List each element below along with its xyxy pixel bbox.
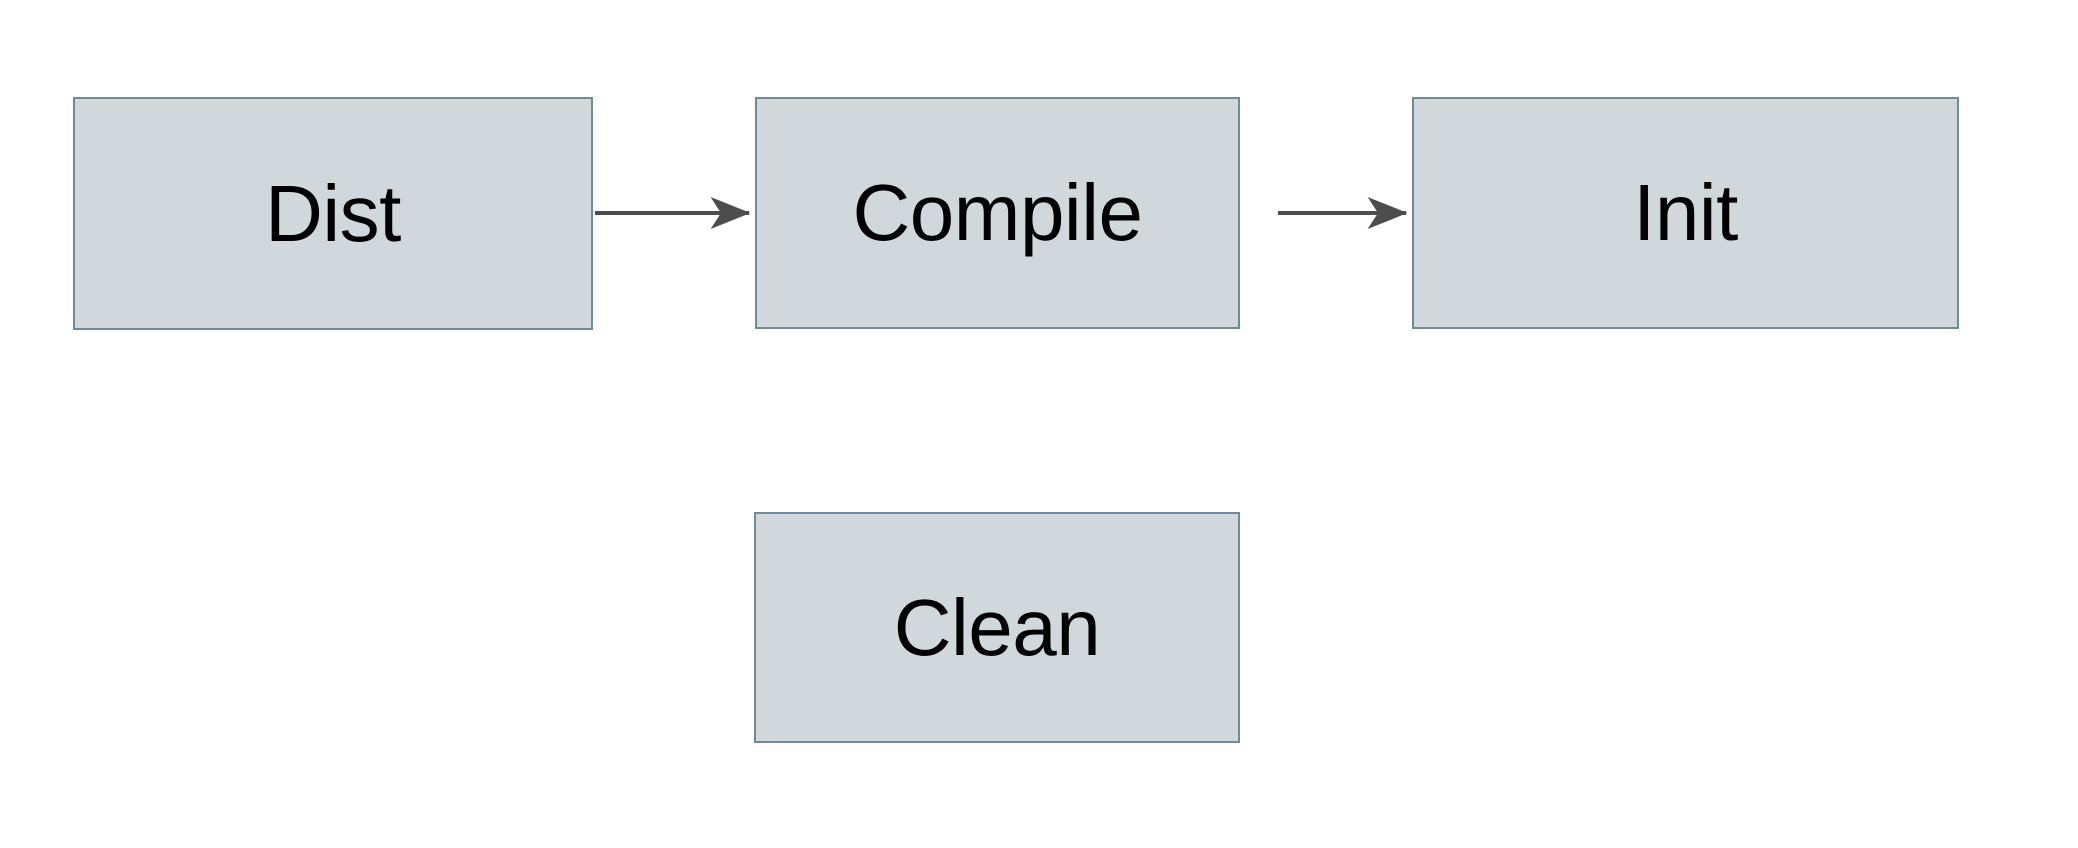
node-init[interactable]: Init bbox=[1412, 97, 1959, 329]
node-clean-label: Clean bbox=[893, 582, 1101, 672]
node-dist-label: Dist bbox=[265, 168, 401, 258]
node-dist[interactable]: Dist bbox=[73, 97, 593, 330]
node-clean[interactable]: Clean bbox=[754, 512, 1240, 743]
node-init-label: Init bbox=[1633, 168, 1738, 257]
node-compile[interactable]: Compile bbox=[755, 97, 1240, 329]
node-compile-label: Compile bbox=[852, 168, 1143, 257]
